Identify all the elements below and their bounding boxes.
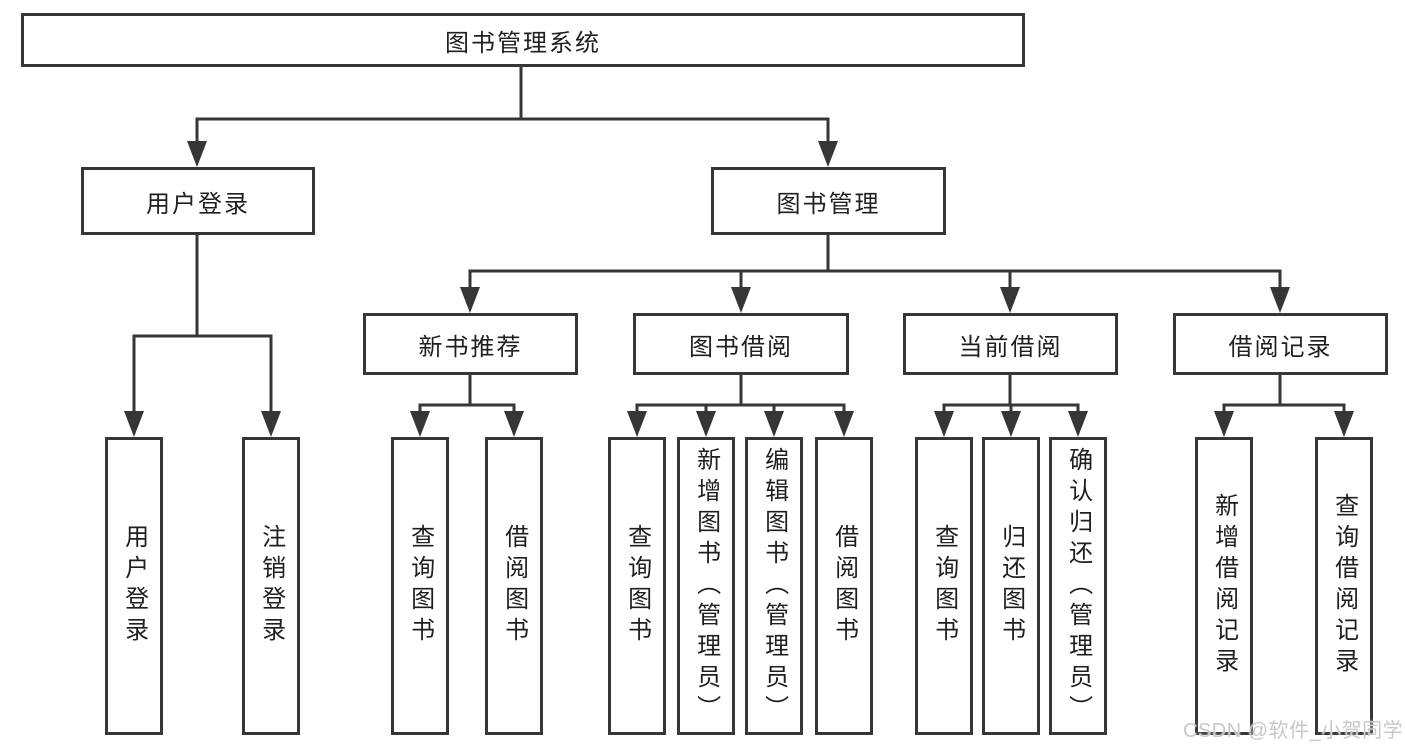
leaf-edit-book-admin: 编辑图书（管理员） (745, 437, 803, 735)
leaf-current-query-books-label: 查询图书 (930, 524, 958, 648)
leaf-confirm-return-admin-label: 确认归还（管理员） (1064, 446, 1092, 726)
leaf-confirm-return-admin: 确认归还（管理员） (1049, 437, 1107, 735)
csdn-watermark: CSDN @软件_小贺同学 (1183, 720, 1404, 742)
leaf-logout-login: 注销登录 (242, 437, 300, 735)
leaf-recommend-borrow-books-label: 借阅图书 (500, 524, 528, 648)
leaf-return-books: 归还图书 (982, 437, 1040, 735)
leaf-user-login: 用户登录 (105, 437, 163, 735)
leaf-edit-book-admin-label: 编辑图书（管理员） (760, 446, 788, 726)
leaf-borrowing-borrow-books-label: 借阅图书 (830, 524, 858, 648)
leaf-borrowing-query-books: 查询图书 (608, 437, 666, 735)
leaf-add-book-admin: 新增图书（管理员） (677, 437, 735, 735)
leaf-logout-login-label: 注销登录 (257, 524, 285, 648)
node-current-borrowing: 当前借阅 (903, 313, 1118, 375)
leaf-borrowing-query-books-label: 查询图书 (623, 524, 651, 648)
leaf-current-query-books: 查询图书 (915, 437, 973, 735)
leaf-recommend-borrow-books: 借阅图书 (485, 437, 543, 735)
node-book-borrowing: 图书借阅 (633, 313, 849, 375)
leaf-add-book-admin-label: 新增图书（管理员） (692, 446, 720, 726)
leaf-recommend-query-books-label: 查询图书 (406, 524, 434, 648)
leaf-add-borrow-record: 新增借阅记录 (1195, 437, 1253, 735)
leaf-query-borrow-record: 查询借阅记录 (1315, 437, 1373, 735)
leaf-user-login-label: 用户登录 (120, 524, 148, 648)
node-borrow-records: 借阅记录 (1173, 313, 1388, 375)
leaf-add-borrow-record-label: 新增借阅记录 (1210, 493, 1238, 679)
node-user-login: 用户登录 (81, 167, 315, 235)
leaf-return-books-label: 归还图书 (997, 524, 1025, 648)
leaf-query-borrow-record-label: 查询借阅记录 (1330, 493, 1358, 679)
leaf-borrowing-borrow-books: 借阅图书 (815, 437, 873, 735)
leaf-recommend-query-books: 查询图书 (391, 437, 449, 735)
node-root: 图书管理系统 (21, 13, 1025, 67)
node-new-book-recommend: 新书推荐 (363, 313, 578, 375)
node-book-management: 图书管理 (711, 167, 946, 235)
